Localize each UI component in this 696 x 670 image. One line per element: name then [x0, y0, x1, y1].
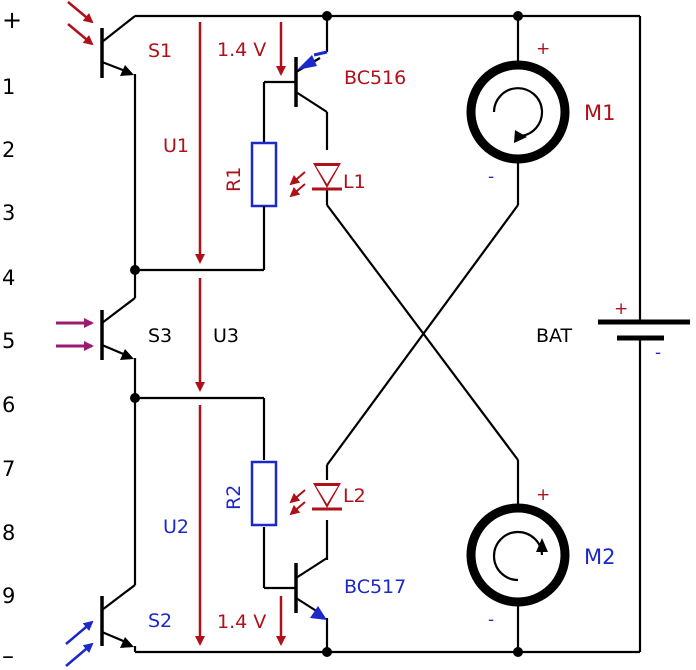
vbe-bottom-label: 1.4 V: [217, 611, 266, 633]
m2-plus: +: [536, 485, 550, 505]
minus-rail-label: –: [2, 642, 14, 670]
rotation-arrow-icon: [492, 87, 544, 138]
resistor-r2: R2: [223, 460, 278, 527]
light-arrow-icon: [67, 1, 94, 24]
m2-minus: -: [488, 610, 494, 630]
vbe-top-label: 1.4 V: [217, 39, 266, 61]
row-label: 4: [2, 266, 15, 290]
phototransistor-s3: S3: [56, 270, 172, 398]
u3-label: U3: [213, 325, 239, 347]
bat-plus: +: [614, 299, 628, 319]
row-label: 7: [2, 457, 15, 481]
bc517-label: BC517: [344, 576, 406, 598]
l1-label: L1: [343, 171, 366, 193]
rotation-arrow-icon: [492, 530, 544, 582]
voltage-arrows: U1 U3 U2 1.4 V 1.4 V: [163, 22, 286, 646]
plus-rail-label: +: [2, 6, 22, 34]
row-label: 8: [2, 521, 15, 545]
light-emission-icon: [289, 489, 306, 516]
row-labels: 1 2 3 4 5 6 7 8 9: [2, 75, 15, 608]
light-arrow-icon: [65, 620, 94, 645]
phototransistor-s2: S2: [65, 398, 172, 667]
light-arrow-icon: [65, 642, 94, 667]
l2-label: L2: [343, 485, 366, 507]
transistor-bc516: BC516: [294, 50, 406, 113]
light-emission-icon: [289, 171, 306, 198]
led-l2: L2: [289, 483, 366, 516]
row-label: 3: [2, 201, 15, 225]
motor-m1: + - M1: [466, 39, 615, 187]
light-arrow-icon: [67, 23, 94, 46]
m1-plus: +: [536, 39, 550, 59]
bc516-label: BC516: [344, 67, 406, 89]
row-label: 6: [2, 393, 15, 417]
m1-label: M1: [584, 101, 615, 125]
s3-label: S3: [148, 325, 172, 347]
m1-minus: -: [488, 167, 494, 187]
s1-label: S1: [148, 40, 172, 62]
wiring: [130, 11, 642, 657]
transistor-bc517: BC517: [294, 557, 406, 620]
m2-label: M2: [584, 545, 615, 569]
phototransistor-s1: S1: [67, 1, 172, 270]
s2-label: S2: [148, 610, 172, 632]
r2-label: R2: [223, 485, 245, 510]
led-l1: L1: [289, 163, 366, 198]
row-label: 5: [2, 329, 15, 353]
u2-label: U2: [163, 516, 189, 538]
r1-label: R1: [223, 167, 245, 192]
battery-bat: + - BAT: [536, 299, 690, 363]
bat-minus: -: [655, 343, 661, 363]
row-label: 2: [2, 138, 15, 162]
bat-label: BAT: [536, 325, 573, 347]
row-label: 9: [2, 584, 15, 608]
row-label: 1: [2, 75, 15, 99]
u1-label: U1: [163, 135, 189, 157]
motor-m2: + - M2: [466, 485, 615, 630]
resistor-r1: R1: [223, 141, 278, 233]
